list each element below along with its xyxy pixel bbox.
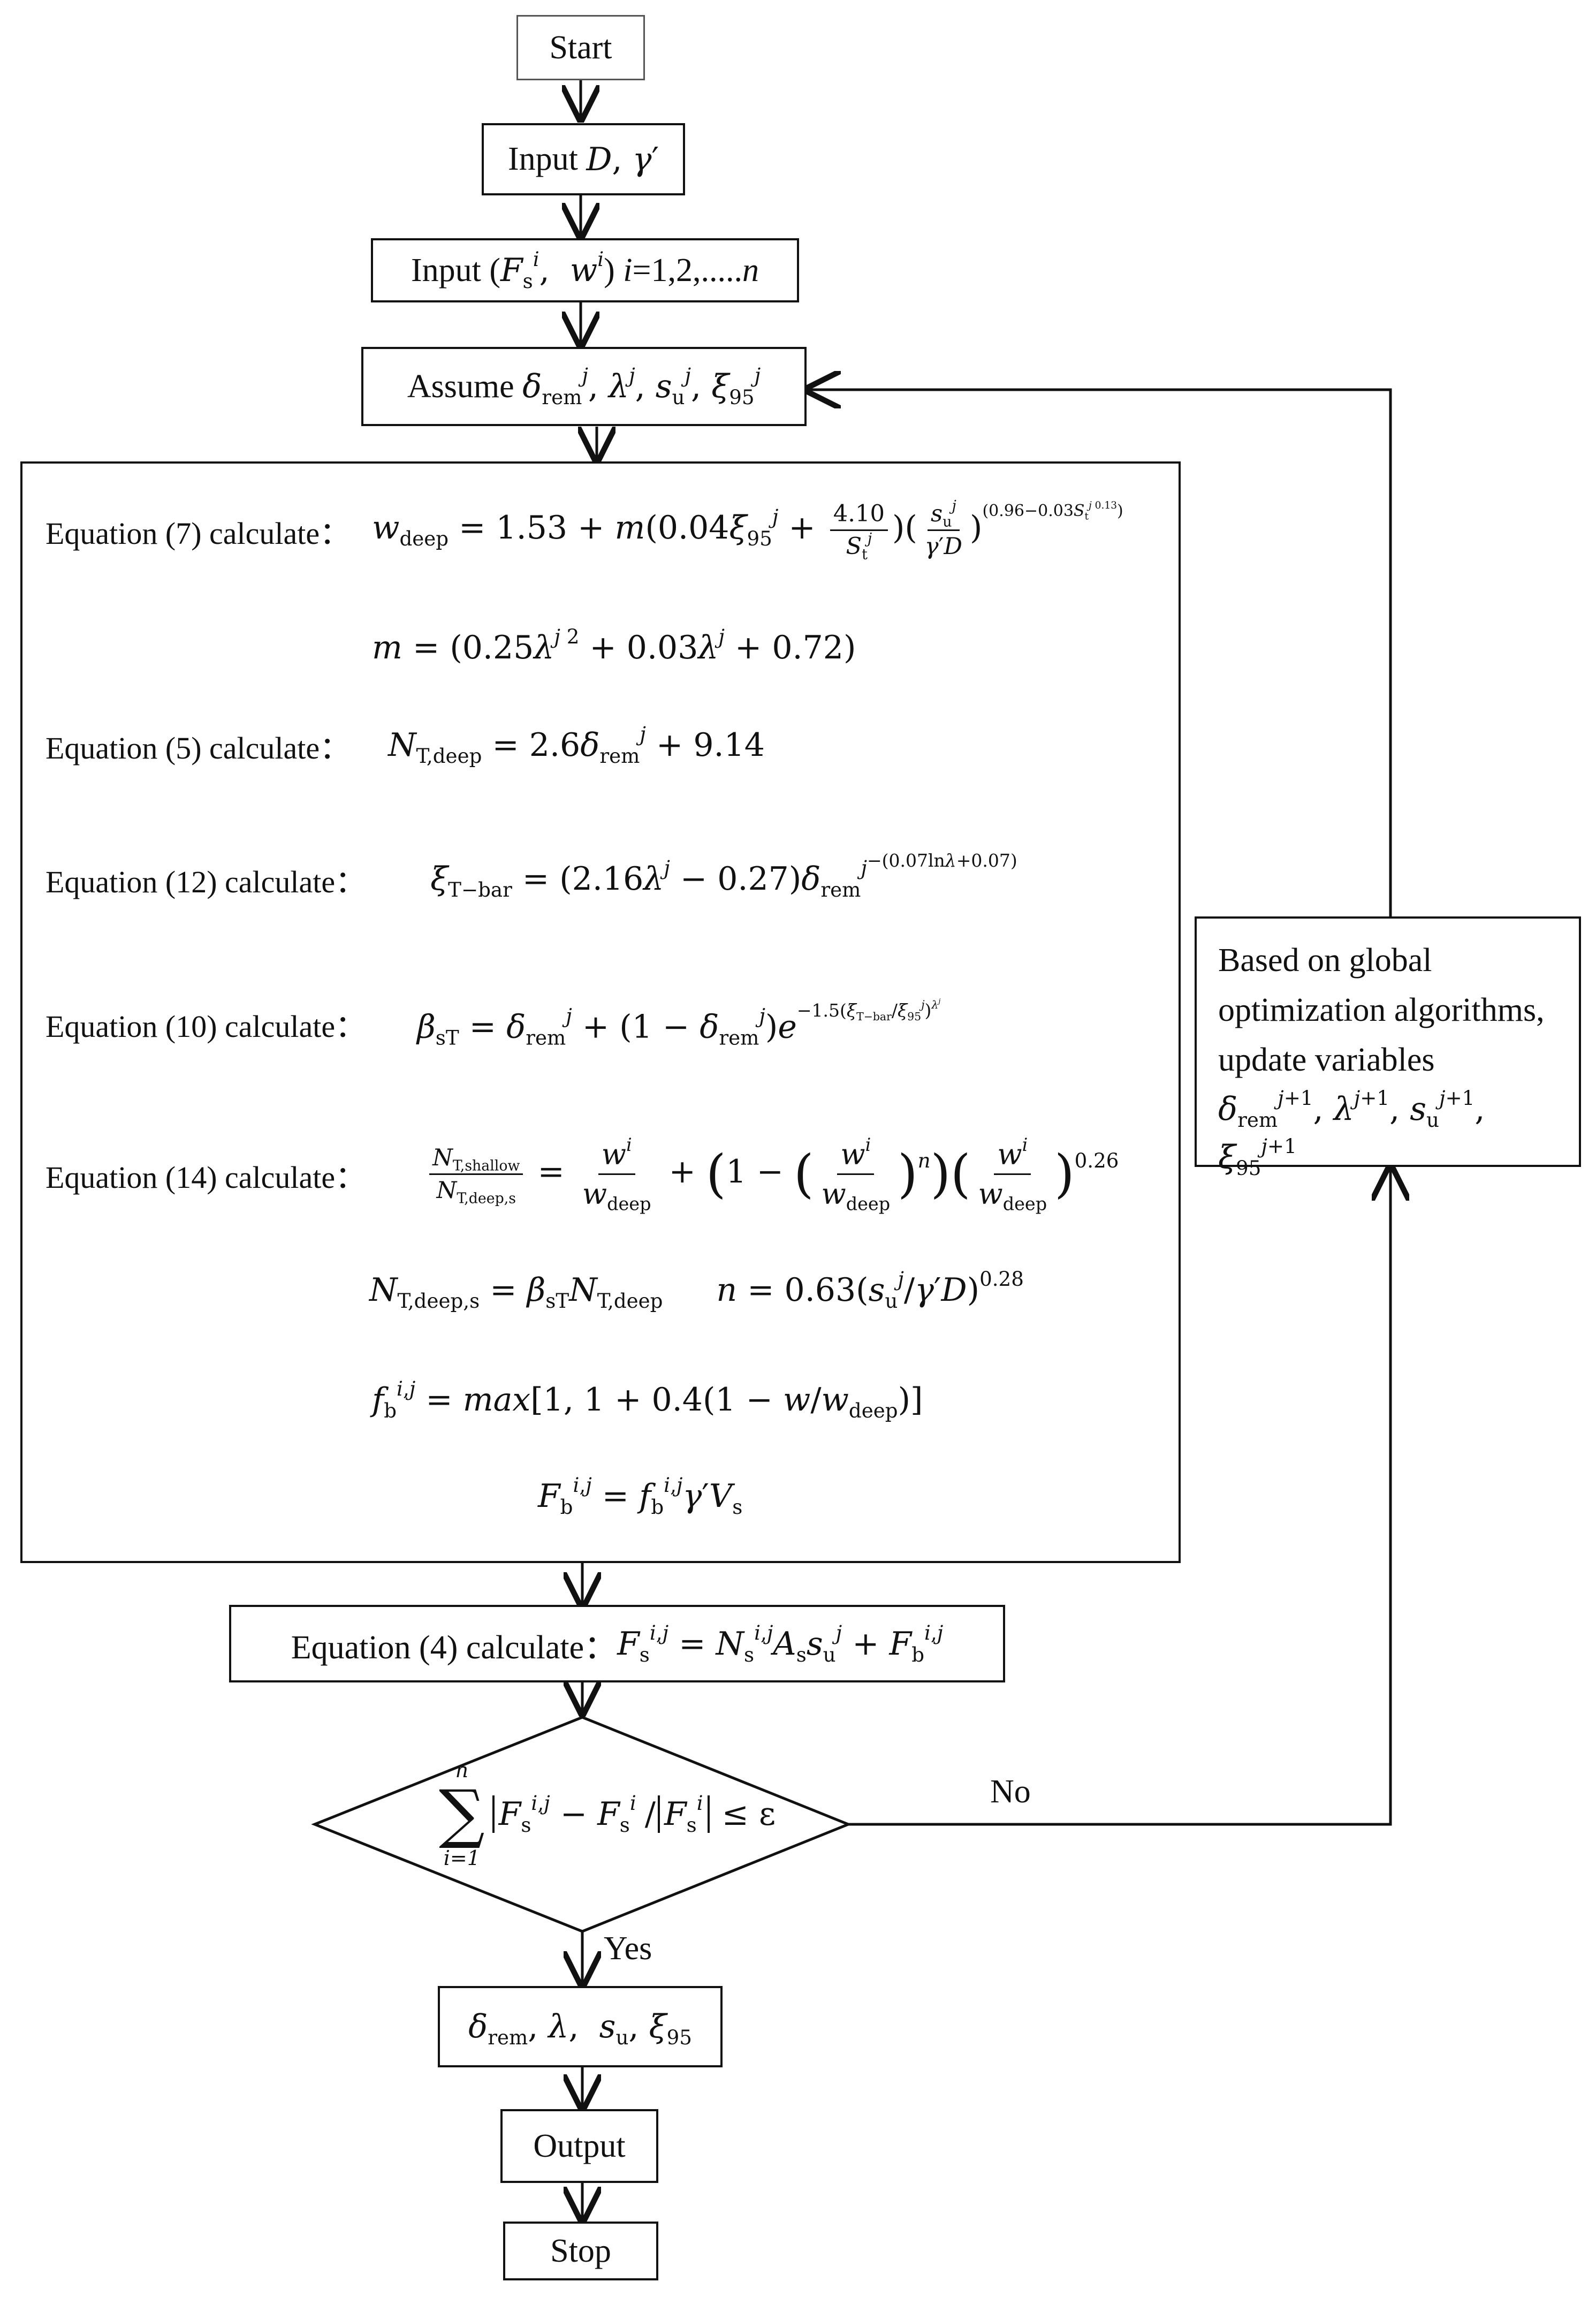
eq5-row: Equation (5) calculate： NT,deep = 2.6δre… (45, 723, 765, 768)
input-d-gamma-prefix: Input (507, 141, 578, 177)
arrow-update-to-assume (807, 390, 1392, 916)
Fb-row: Fbi,j = fbi,jγ′Vs (538, 1473, 743, 1519)
output-label: Output (533, 2127, 626, 2164)
update-line-2: optimization algorithms, (1218, 992, 1545, 1028)
decision-diamond (311, 1716, 852, 1933)
eq4-label: Equation (4) calculate： (291, 1629, 618, 1666)
assume-prefix: Assume (407, 368, 514, 405)
eq5-formula: NT,deep = 2.6δremj + 9.14 (388, 722, 765, 768)
update-node: Based on global optimization algorithms,… (1195, 916, 1581, 1178)
m-row: m = (0.25λj 2 + 0.03λj + 0.72) (372, 625, 856, 666)
eq7-row: Equation (7) calculate： wdeep = 1.53 + m… (45, 497, 1123, 563)
eq10-label: Equation (10) calculate： (45, 1009, 367, 1044)
eq10-formula: βsT = δremj + (1 − δremj)e−1.5(ξT−bar/ξ9… (417, 997, 941, 1050)
eq12-label: Equation (12) calculate： (45, 865, 367, 899)
result-node: δrem, λ, su, ξ95 (438, 1986, 723, 2067)
start-label: Start (549, 29, 612, 66)
eq4-formula: Fsi,j = Nsi,jAssuj + Fbi,j (617, 1620, 944, 1666)
calculation-block (20, 461, 1181, 1563)
eq7-label: Equation (7) calculate： (45, 516, 351, 551)
stop-label: Stop (550, 2232, 611, 2269)
arrow-no-to-update (846, 1167, 1390, 1826)
stop-node: Stop (503, 2222, 658, 2280)
eq5-label: Equation (5) calculate： (45, 731, 351, 765)
fb-row: fbi,j = max[1, 1 + 0.4(1 − w/wdeep)] (372, 1377, 923, 1423)
m-formula: m = (0.25λj 2 + 0.03λj + 0.72) (372, 625, 856, 666)
Fb-formula: Fbi,j = fbi,jγ′Vs (538, 1473, 743, 1519)
eq14-label: Equation (14) calculate： (45, 1159, 367, 1195)
sum-symbol: n ∑ i=1 (439, 1758, 485, 1870)
decision-rhs: ≤ ε (721, 1795, 776, 1833)
eq12-row: Equation (12) calculate： ξT−bar = (2.16λ… (45, 850, 1017, 902)
start-node: Start (516, 15, 645, 80)
update-line-1: Based on global (1218, 942, 1432, 979)
assume-node: Assume δremj, λj, suj, ξ95j (361, 347, 807, 426)
nt-deep-s-row: NT,deep,s = βsTNT,deep n = 0.63(suj/γ′D)… (369, 1267, 1024, 1313)
output-node: Output (500, 2109, 658, 2183)
decision-condition: n ∑ i=1 Fsi,j − Fsi/Fsi ≤ ε (439, 1758, 776, 1870)
eq12-formula: ξT−bar = (2.16λj − 0.27)δremj−(0.07lnλ+0… (430, 850, 1017, 902)
fb-formula: fbi,j = max[1, 1 + 0.4(1 − w/wdeep)] (372, 1377, 923, 1423)
update-variables: δremj+1, λj+1, suj+1, ξ95j+1 (1218, 1086, 1485, 1180)
no-label: No (990, 1773, 1031, 1810)
yes-label: Yes (604, 1930, 652, 1967)
result-values: δrem, λ, su, ξ95 (468, 2008, 692, 2050)
eq10-row: Equation (10) calculate： βsT = δremj + (… (45, 997, 941, 1050)
eq4-node: Equation (4) calculate： Fsi,j = Nsi,jAss… (229, 1605, 1005, 1682)
input-d-gamma-node: Input D, γ′ (482, 123, 685, 195)
nt-deep-s-formula: NT,deep,s = βsTNT,deep (369, 1271, 663, 1313)
input-fs-w-prefix: Input ( (411, 252, 501, 289)
update-line-3: update variables (1218, 1042, 1435, 1078)
n-formula: n = 0.63(suj/γ′D)0.28 (716, 1267, 1024, 1313)
input-fs-w-node: Input (Fsi, wi) i=1,2,.....n (371, 238, 799, 302)
